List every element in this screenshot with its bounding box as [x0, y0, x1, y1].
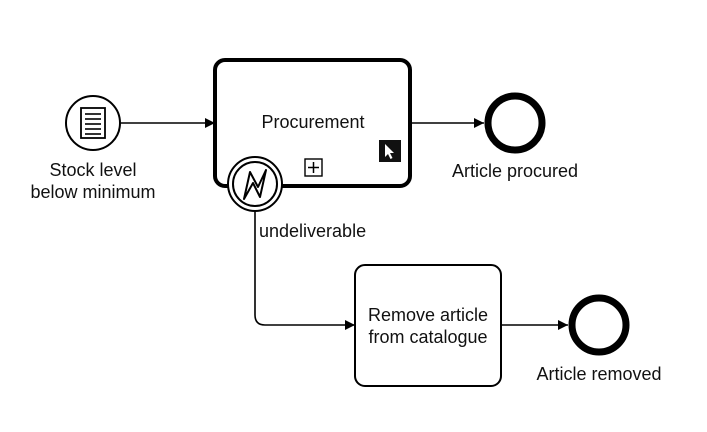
boundary-error-event[interactable] — [227, 156, 283, 212]
task-remove-label-line-1: Remove article — [368, 305, 488, 325]
cursor-arrow-icon — [379, 140, 401, 162]
task-remove-label-line-2: from catalogue — [368, 327, 487, 347]
start-event[interactable] — [65, 95, 121, 151]
boundary-event-label: undeliverable — [259, 221, 366, 241]
end-event-article-removed[interactable] — [568, 294, 630, 356]
end-event-removed-label: Article removed — [536, 364, 661, 384]
flow-boundary-to-remove[interactable] — [254, 207, 355, 330]
end-event-procured-label: Article procured — [452, 161, 578, 181]
lightning-error-icon — [243, 169, 267, 200]
task-remove-article[interactable]: Remove article from catalogue — [354, 264, 502, 387]
start-event-label-line-1: Stock level — [49, 160, 136, 180]
conditional-document-icon — [80, 107, 106, 139]
expand-plus-icon[interactable] — [304, 158, 323, 177]
end-event-article-procured[interactable] — [484, 92, 546, 154]
subprocess-procurement-label: Procurement — [261, 112, 364, 132]
start-event-label-line-2: below minimum — [30, 182, 155, 202]
subprocess-procurement[interactable]: Procurement — [213, 58, 412, 188]
